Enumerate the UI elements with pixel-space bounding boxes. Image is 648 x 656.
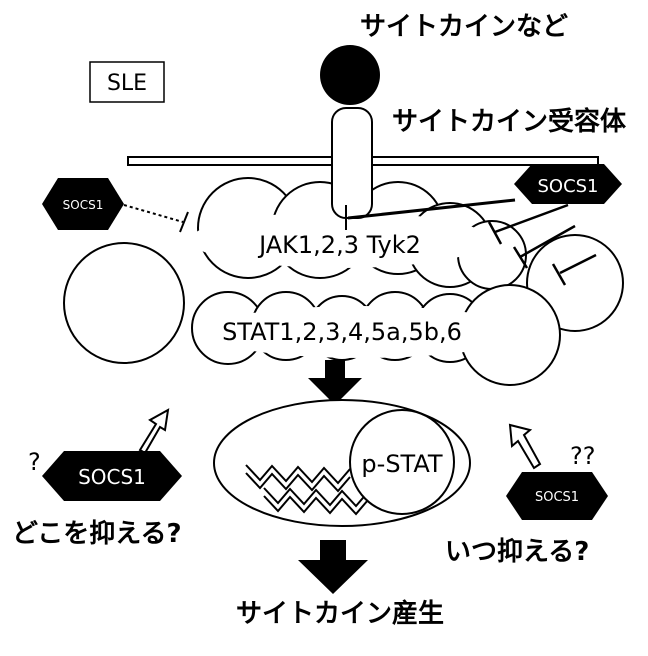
jak-label: JAK1,2,3 Tyk2 xyxy=(257,231,421,259)
socs-dotted-inhibition-bar xyxy=(179,211,189,233)
when-question: いつ抑える? xyxy=(445,537,589,567)
socs-inhibition-bars xyxy=(487,203,597,286)
socs1-bottom-right-shape xyxy=(506,472,608,520)
socs1-top-right-shape xyxy=(514,164,622,204)
socs1-mid-left-label: SOCS1 xyxy=(78,465,146,489)
socs1-top-left-label: SOCS1 xyxy=(63,198,104,212)
arrow-to-production xyxy=(298,540,368,594)
production-label: サイトカイン産生 xyxy=(236,598,444,629)
pstat-label: p-STAT xyxy=(361,450,442,478)
socs1-top-right-label: SOCS1 xyxy=(537,176,598,197)
socs-receptor-inhibition-line xyxy=(347,198,516,220)
socs1-top-left-shape xyxy=(42,178,124,230)
question-double: ?? xyxy=(570,442,595,470)
where-question: どこを抑える? xyxy=(12,519,182,549)
arrow-to-nucleus xyxy=(308,360,362,405)
hollow-arrow-left xyxy=(138,408,170,455)
disease-label: SLE xyxy=(107,71,147,96)
socs1-mid-left-shape xyxy=(42,451,182,501)
socs-dotted-inhibition xyxy=(123,204,184,223)
cytokine-label: サイトカインなど xyxy=(360,12,568,42)
hollow-arrow-right xyxy=(508,423,542,470)
question-single: ? xyxy=(28,448,41,476)
disease-box xyxy=(89,61,165,103)
dna-strands xyxy=(245,464,369,516)
stat-label: STAT1,2,3,4,5a,5b,6 xyxy=(222,318,462,346)
cytokine-ligand xyxy=(320,45,380,105)
socs1-bottom-right-label: SOCS1 xyxy=(535,490,579,505)
pstat-circle xyxy=(349,409,455,515)
cytokine-receptor xyxy=(331,107,373,219)
receptor-label: サイトカイン受容体 xyxy=(392,106,627,137)
cloud-fill-mask xyxy=(190,212,522,358)
